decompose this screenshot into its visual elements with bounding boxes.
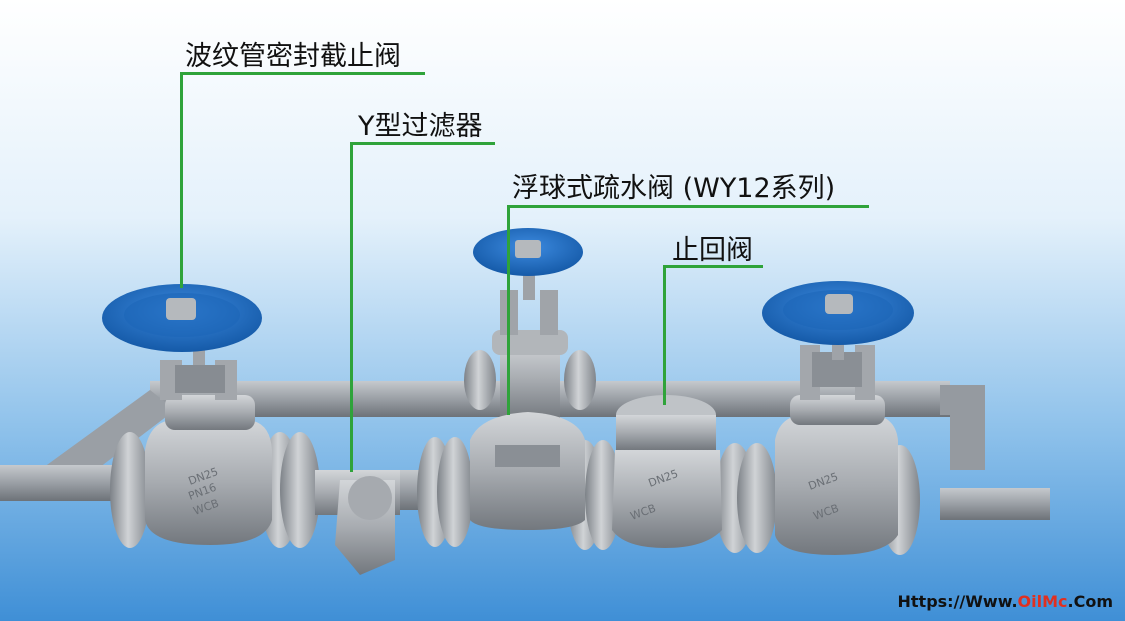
float-steam-trap (470, 228, 585, 530)
y-strainer (315, 470, 400, 575)
leader-line-trap-h (507, 205, 869, 208)
bellows-globe-valve (102, 284, 272, 545)
label-check-valve: 止回阀 (672, 235, 753, 266)
leader-line-check-h (663, 265, 763, 268)
right-globe-valve (762, 281, 914, 555)
leader-line-check-v (663, 265, 666, 405)
leader-line-trap-v (507, 205, 510, 415)
watermark: Https://Www.OilMc.Com (898, 592, 1113, 611)
leader-line-bellows-h (180, 72, 425, 75)
label-float-steam-trap: 浮球式疏水阀 (WY12系列) (512, 173, 836, 204)
leader-line-strainer-v (350, 142, 353, 472)
label-y-strainer: Y型过滤器 (358, 111, 483, 142)
leader-line-strainer-h (350, 142, 495, 145)
check-valve (612, 395, 722, 548)
watermark-brand: OilMc (1017, 592, 1068, 611)
watermark-suffix: .Com (1067, 592, 1113, 611)
watermark-prefix: Https://Www. (897, 592, 1018, 611)
label-bellows-globe-valve: 波纹管密封截止阀 (185, 41, 401, 72)
leader-line-bellows-v (180, 72, 183, 288)
